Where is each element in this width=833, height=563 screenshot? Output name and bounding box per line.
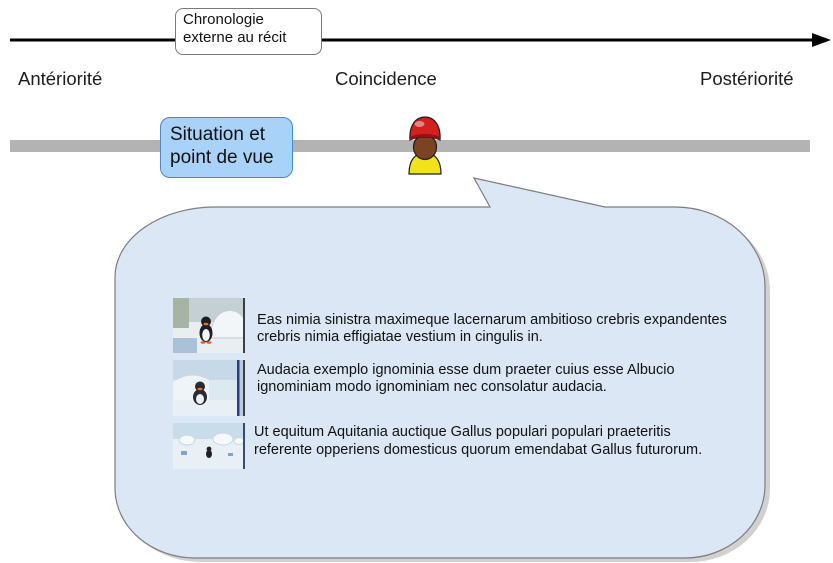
bubble-item-line: crebris nimia effigiatae vestium in cing… bbox=[257, 329, 543, 345]
igloo bbox=[178, 434, 196, 446]
penguin-head bbox=[206, 446, 212, 452]
external-chronology-line: Chronologie bbox=[183, 11, 264, 28]
bubble-item-line: Audacia exemplo ignominia esse dum praet… bbox=[257, 362, 675, 378]
igloo bbox=[212, 432, 234, 446]
character-cap-brim bbox=[410, 134, 440, 140]
situation-line: Situation et bbox=[170, 124, 266, 145]
penguin-belly bbox=[196, 394, 204, 404]
penguin-head bbox=[195, 381, 205, 392]
background-block bbox=[173, 298, 189, 328]
arrow-right-icon bbox=[812, 33, 831, 47]
igloo bbox=[233, 437, 245, 445]
scene-thumbnail bbox=[173, 360, 245, 416]
scene-thumbnail bbox=[173, 423, 245, 469]
external-chronology-line: externe au récit bbox=[183, 29, 287, 46]
bubble-item-text: Ut equitum Aquitania auctique Gallus pop… bbox=[254, 424, 702, 459]
bubble-item-line: Eas nimia sinistra maximeque lacernarum … bbox=[257, 312, 727, 328]
thumbnail-edge bbox=[243, 298, 245, 353]
thumbnail-edge bbox=[243, 423, 245, 469]
bubble-item-text: Eas nimia sinistra maximeque lacernarum … bbox=[257, 312, 727, 346]
bubble-item-line: referente opperiens domesticus quorum em… bbox=[254, 441, 703, 458]
bubble-item-line: ignominiam modo ignominiam nec consolatu… bbox=[257, 379, 607, 395]
situation-line: point de vue bbox=[170, 147, 274, 168]
penguin-beak bbox=[197, 387, 203, 391]
bubble-item-text: Audacia exemplo ignominia esse dum praet… bbox=[257, 362, 675, 396]
penguin-beak bbox=[203, 322, 209, 326]
ice-strip bbox=[239, 360, 243, 416]
sky bbox=[173, 360, 245, 380]
ice-block bbox=[181, 451, 187, 455]
bubble-item-line: Ut equitum Aquitania auctique Gallus pop… bbox=[254, 424, 671, 440]
cap-highlight bbox=[414, 121, 425, 127]
penguin-belly bbox=[202, 329, 210, 341]
ice-edge-line bbox=[237, 360, 240, 416]
penguin-foot bbox=[200, 341, 206, 344]
coincidence-label: Coincidence bbox=[335, 68, 437, 89]
external-chronology-box: Chronologie externe au récit bbox=[175, 8, 322, 55]
penguin-figure bbox=[206, 446, 212, 458]
penguin-body bbox=[206, 450, 212, 458]
penguin-foot bbox=[206, 341, 212, 344]
speech-bubble bbox=[114, 177, 766, 559]
scene-thumbnail bbox=[173, 298, 245, 353]
person-icon bbox=[408, 116, 442, 175]
penguin-figure bbox=[193, 381, 207, 405]
snow-ground bbox=[173, 400, 245, 416]
character-face bbox=[412, 133, 438, 161]
thumbnail-edge bbox=[243, 360, 245, 416]
anteriority-label: Antériorité bbox=[18, 68, 103, 89]
ice-block bbox=[228, 453, 233, 456]
ice-block bbox=[173, 338, 197, 353]
penguin-figure bbox=[199, 316, 213, 344]
situation-point-of-view-box: Situation et point de vue bbox=[160, 117, 293, 178]
posteriority-label: Postériorité bbox=[700, 68, 794, 89]
